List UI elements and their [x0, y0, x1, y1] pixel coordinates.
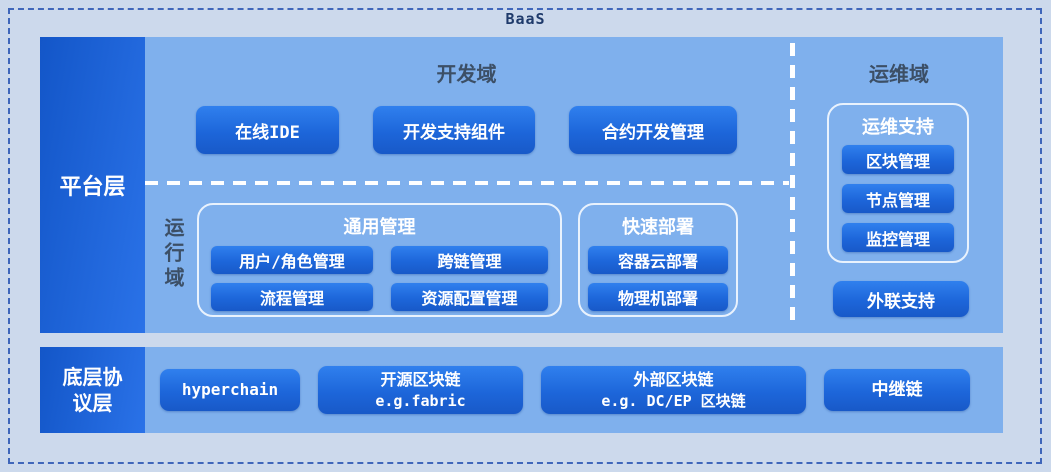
physical-machine-deploy-button[interactable]: 物理机部署	[588, 283, 728, 311]
monitor-management-button[interactable]: 监控管理	[842, 223, 954, 252]
process-management-button[interactable]: 流程管理	[211, 283, 373, 311]
relay-chain-label: 中继链	[871, 379, 923, 400]
dev-domain-buttons: 在线IDE 开发支持组件 合约开发管理	[145, 106, 788, 154]
ops-domain-title: 运维域	[869, 62, 929, 86]
ops-support-buttons: 区块管理 节点管理 监控管理	[829, 145, 967, 252]
platform-panel: 开发域 在线IDE 开发支持组件 合约开发管理 运行域 通用管理 用户/角色管理…	[145, 37, 1003, 333]
dev-support-components-button[interactable]: 开发支持组件	[373, 106, 535, 154]
open-source-blockchain-sublabel: e.g.fabric	[375, 391, 466, 410]
quick-deploy-buttons: 容器云部署 物理机部署	[580, 246, 736, 311]
external-blockchain-sublabel: e.g. DC/EP 区块链	[601, 391, 746, 410]
platform-layer-label: 平台层	[40, 37, 145, 333]
run-domain-label: 运行域	[161, 217, 185, 292]
run-domain-region: 运行域 通用管理 用户/角色管理 跨链管理 流程管理 资源配置管理 快速部署 容…	[145, 185, 788, 333]
ops-domain-region: 运维域 运维支持 区块管理 节点管理 监控管理 外联支持	[795, 37, 1003, 333]
quick-deploy-title: 快速部署	[622, 217, 694, 238]
external-support-button[interactable]: 外联支持	[833, 281, 969, 317]
node-management-button[interactable]: 节点管理	[842, 184, 954, 213]
dev-domain-region: 开发域 在线IDE 开发支持组件 合约开发管理	[145, 37, 788, 183]
user-role-management-button[interactable]: 用户/角色管理	[211, 246, 373, 274]
quick-deploy-group: 快速部署 容器云部署 物理机部署	[578, 203, 738, 317]
relay-chain-button[interactable]: 中继链	[824, 369, 970, 411]
protocol-layer-section: 底层协 议层 hyperchain 开源区块链 e.g.fabric 外部区块链…	[40, 347, 1003, 433]
ops-support-title: 运维支持	[862, 117, 934, 138]
contract-dev-management-button[interactable]: 合约开发管理	[569, 106, 737, 154]
hyperchain-label: hyperchain	[181, 380, 279, 400]
general-management-group: 通用管理 用户/角色管理 跨链管理 流程管理 资源配置管理	[197, 203, 562, 317]
protocol-layer-label: 底层协 议层	[40, 347, 145, 433]
general-management-buttons: 用户/角色管理 跨链管理 流程管理 资源配置管理	[199, 246, 560, 311]
external-blockchain-button[interactable]: 外部区块链 e.g. DC/EP 区块链	[541, 366, 806, 414]
online-ide-button[interactable]: 在线IDE	[196, 106, 339, 154]
open-source-blockchain-button[interactable]: 开源区块链 e.g.fabric	[318, 366, 523, 414]
open-source-blockchain-label: 开源区块链	[380, 370, 461, 390]
cross-chain-management-button[interactable]: 跨链管理	[391, 246, 548, 274]
external-blockchain-label: 外部区块链	[633, 370, 714, 390]
hyperchain-button[interactable]: hyperchain	[160, 369, 300, 411]
ops-dashed-divider	[790, 43, 795, 327]
platform-layer-section: 平台层 开发域 在线IDE 开发支持组件 合约开发管理 运行域 通用管理 用户/…	[40, 37, 1003, 333]
ops-support-group: 运维支持 区块管理 节点管理 监控管理	[827, 103, 969, 263]
general-management-title: 通用管理	[343, 217, 416, 238]
dev-run-dashed-divider	[145, 181, 789, 185]
diagram-title: BaaS	[505, 10, 546, 28]
resource-config-management-button[interactable]: 资源配置管理	[391, 283, 548, 311]
container-cloud-deploy-button[interactable]: 容器云部署	[588, 246, 728, 274]
dev-domain-title: 开发域	[436, 62, 497, 86]
block-management-button[interactable]: 区块管理	[842, 145, 954, 174]
protocol-buttons-row: hyperchain 开源区块链 e.g.fabric 外部区块链 e.g. D…	[145, 347, 1003, 433]
